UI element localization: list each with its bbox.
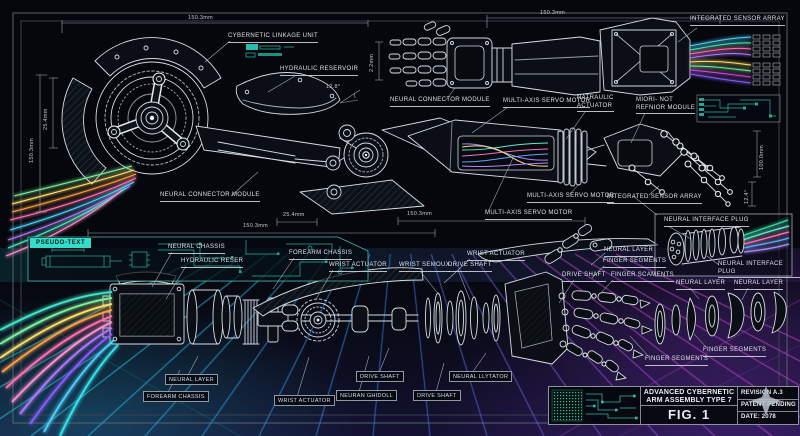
dim-2-2: 2.2mm	[369, 53, 375, 72]
neural-layer-lens-stack	[654, 291, 787, 345]
label-hydraulic-reser: HYDRAULIC RESER	[181, 258, 244, 268]
dim-150-top-left: 150.3mm	[188, 15, 214, 21]
exploded-assembly-drawing	[102, 223, 787, 381]
title-block-patent: PATENT PENDING	[741, 402, 796, 408]
data-chip-inset	[245, 44, 294, 58]
label-miori-module: MIORI- NOT REFNIOR MODULE	[636, 97, 696, 114]
label-wrist-actuator-2: WRIST ACTUATOR	[467, 251, 525, 261]
label-neural-chassis: NEURAL CHASSIS	[168, 244, 226, 254]
label-drive-shaft-2: DRIVE SHAFT	[562, 272, 606, 282]
forearm-assembly-dr awing	[407, 119, 597, 187]
label-forearm-chassis: FOREARM CHASSIS	[289, 250, 353, 260]
wrist-actuator-bellows	[557, 127, 588, 187]
grid-label-neural-llytator: NEURAL LLYTATOR	[449, 371, 513, 382]
pseudo-text-panel	[27, 236, 369, 282]
label-natraulic-actuator: NATRAULIC ACTUATOR	[577, 95, 614, 112]
dim-angle-12-8: 12.8°	[326, 84, 341, 90]
shoulder-assembly-drawing	[61, 37, 222, 185]
forearm-wire-window	[461, 142, 549, 168]
label-integrated-sensor-array-top: INTEGRATED SENSOR ARRAY	[690, 16, 785, 26]
dim-25-mid: 25.4mm	[283, 212, 305, 218]
exploded-wire-bundle	[0, 290, 120, 436]
label-drive-shaft-1: DRIVE SHAFT	[448, 262, 492, 272]
exploded-fingers	[566, 290, 653, 381]
wrist-disc-stack	[425, 290, 501, 346]
label-finger-scaments: FINGER SCAMENTS	[611, 272, 674, 282]
label-hydraulic-reservoir: HYDRAULIC RESERVOIR	[280, 66, 359, 76]
grid-label-forearm-chassis: FOREARM CHASSIS	[143, 391, 209, 402]
shoulder-wire-bundle	[5, 164, 137, 258]
upper-arm-drawing	[195, 72, 425, 215]
label-multi-axis-servo-motor-1: MULTI-AXIS SERVO MOTOR	[503, 98, 591, 108]
label-integrated-sensor-array-2: INTEGRATED SENSOR ARRAY	[607, 194, 702, 204]
label-finger-segments-1: FINGER SEGMENTS	[603, 258, 667, 268]
sensor-connector-blocks	[752, 34, 781, 86]
label-finger-segments-2: FINGER SEGMENTS	[645, 356, 709, 366]
dim-25-left-vertical: 25.4mm	[43, 108, 49, 130]
pseudo-text-tab: PSEUDO-TEXT	[30, 238, 92, 248]
grid-label-drive-shaft-2: DRIVE SHAFT	[413, 390, 461, 401]
label-neural-layer-2: NEURAL LAYER	[676, 280, 726, 290]
label-neural-layer-1: NEURAL LAYER	[604, 247, 654, 257]
grid-label-drive-shaft-1: DRIVE SHAFT	[356, 371, 404, 382]
circuit-inset	[696, 94, 781, 123]
label-multi-axis-servo-motor-3: MULTI-AXIS SERVO MOTOR	[485, 210, 573, 220]
dim-150-mid-right: 150.3mm	[407, 211, 433, 217]
sensor-wire-harness	[689, 34, 781, 86]
dim-150-top-right: 150.3mm	[540, 10, 566, 16]
label-multi-axis-servo-motor-2: MULTI-AXIS SERVO MOTOR	[527, 193, 615, 203]
title-block-circuit-art	[551, 389, 638, 422]
leader-lines	[151, 27, 749, 398]
grid-label-neuran-ghidoll: NEURAN GHIDOLL	[336, 390, 398, 401]
dimension-lines	[36, 15, 761, 237]
label-neural-connector-module-left: NEURAL CONNECTOR MODULE	[160, 192, 260, 202]
label-wrist-actuator-1: WRIST ACTUATOR	[329, 262, 387, 272]
label-neural-connector-module-top: NEURAL CONNECTOR MODULE	[390, 97, 490, 107]
top-detached-arm-drawing	[388, 17, 691, 96]
interface-plug-inset	[632, 195, 793, 277]
label-finger-segments-3: FINGER SEGMENTS	[703, 347, 767, 357]
dim-150-left-vertical: 150.3mm	[29, 137, 35, 163]
title-block-date: DATE: 2078	[741, 414, 776, 420]
title-block-title: ADVANCED CYBERNETIC ARM ASSEMBLY TYPE 7	[643, 389, 735, 405]
label-wrist-semoux: WRIST SEMOUX	[399, 262, 451, 272]
dim-angle-12-4: 12.4°	[744, 189, 750, 204]
grid-label-wrist-actuator: WRIST ACTUATOR	[274, 395, 335, 406]
title-block-figure: FIG. 1	[667, 407, 711, 422]
label-neural-interface-plug-2: NEURAL INTERFACE PLUG	[718, 261, 800, 278]
dim-100-right: 100.0mm	[759, 144, 765, 170]
title-block-revision: REVISION A.3	[741, 390, 783, 396]
grid-label-neural-layer: NEURAL LAYER	[165, 374, 218, 385]
hand-assembly-drawing	[587, 123, 733, 207]
label-cybernetic-linkage-unit: CYBERNETIC LINKAGE UNIT	[228, 33, 319, 43]
label-neural-interface-plug-1: NEURAL INTERFACE PLUG	[664, 217, 749, 227]
dim-150-mid-left: 150.3mm	[243, 223, 269, 229]
label-neural-layer-3: NEURAL LAYER	[734, 280, 784, 290]
